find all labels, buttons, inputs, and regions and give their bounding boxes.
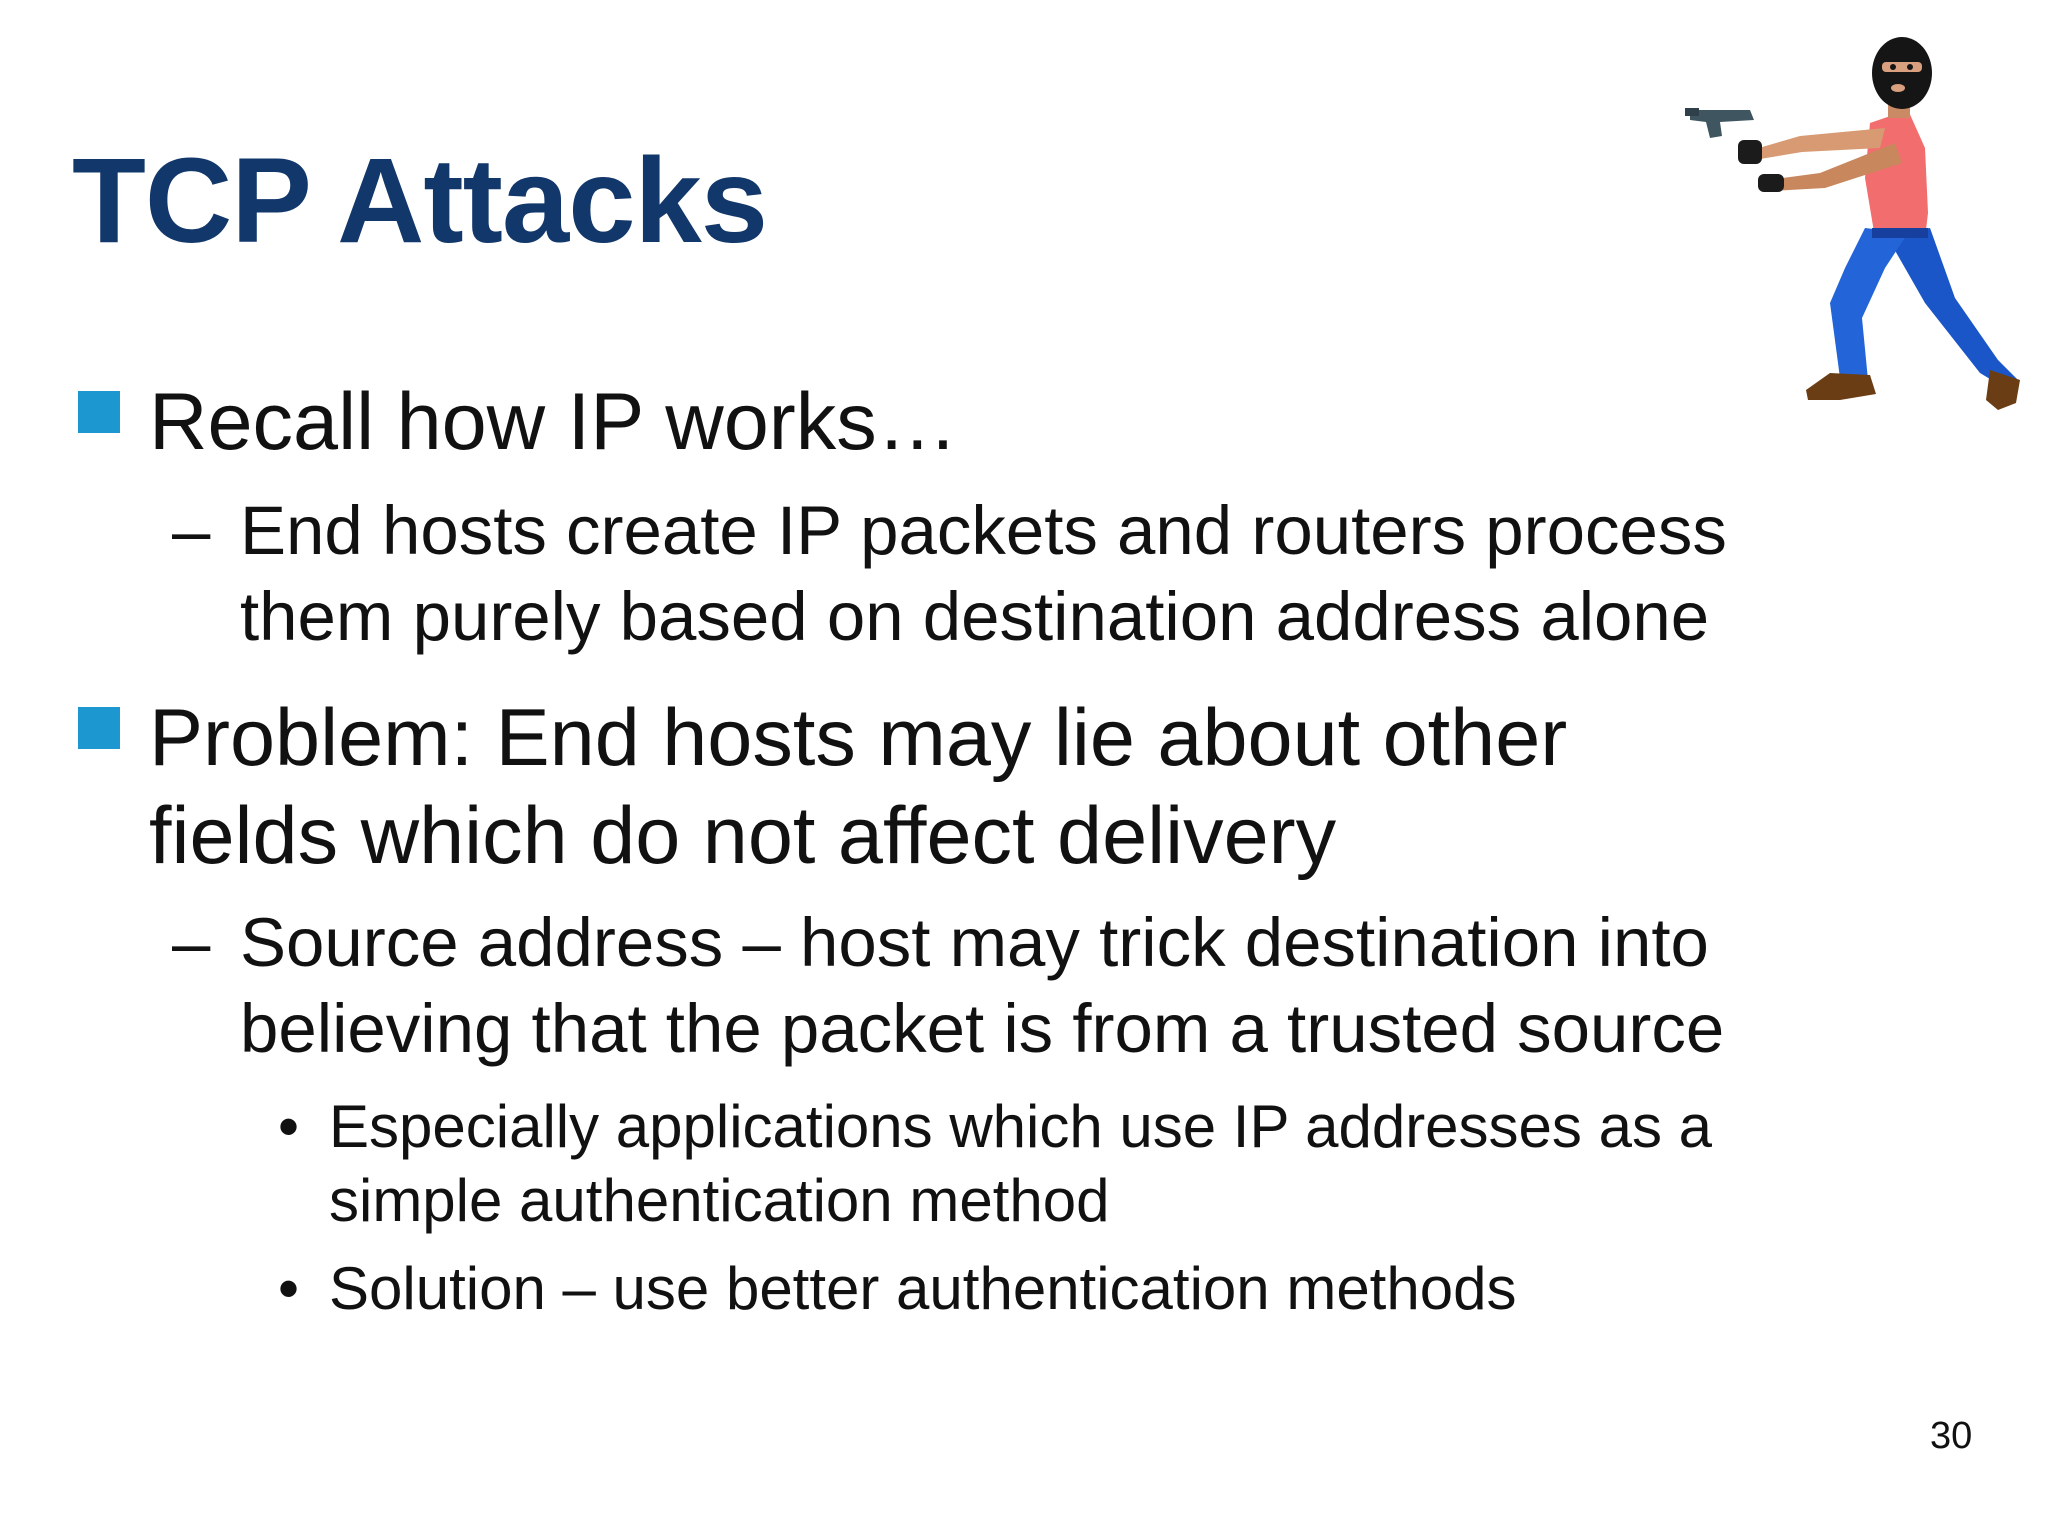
bullet-2-sub-1-line-2: believing that the packet is from a trus… — [240, 990, 1725, 1067]
bullet-1-text: Recall how IP works… — [149, 377, 958, 467]
slide-title: TCP Attacks — [72, 132, 768, 268]
bullet-2-sub-1-sub-1-line-2: simple authentication method — [329, 1167, 1110, 1234]
dot-marker: • — [278, 1255, 300, 1322]
bullet-1-sub-1-line-2: them purely based on destination address… — [240, 578, 1710, 655]
dash-marker: – — [172, 904, 211, 981]
bullet-2-sub-1-sub-2-line-1: Solution – use better authentication met… — [329, 1255, 1517, 1322]
bullet-2-sub-1-line-1: Source address – host may trick destinat… — [240, 904, 1709, 981]
dot-marker: • — [278, 1093, 300, 1160]
bullet-square-marker — [78, 707, 120, 749]
bullet-1-sub-1-line-1: End hosts create IP packets and routers … — [240, 492, 1727, 569]
bullet-2-line-1: Problem: End hosts may lie about other — [149, 693, 1568, 783]
page-number: 30 — [1930, 1415, 1973, 1457]
bullet-square-marker — [78, 391, 120, 433]
bullet-2-sub-1-sub-1-line-1: Especially applications which use IP add… — [329, 1093, 1712, 1160]
masked-robber-with-gun-icon — [1685, 37, 2020, 410]
bullet-2-line-2: fields which do not affect delivery — [149, 791, 1337, 881]
dash-marker: – — [172, 492, 211, 569]
